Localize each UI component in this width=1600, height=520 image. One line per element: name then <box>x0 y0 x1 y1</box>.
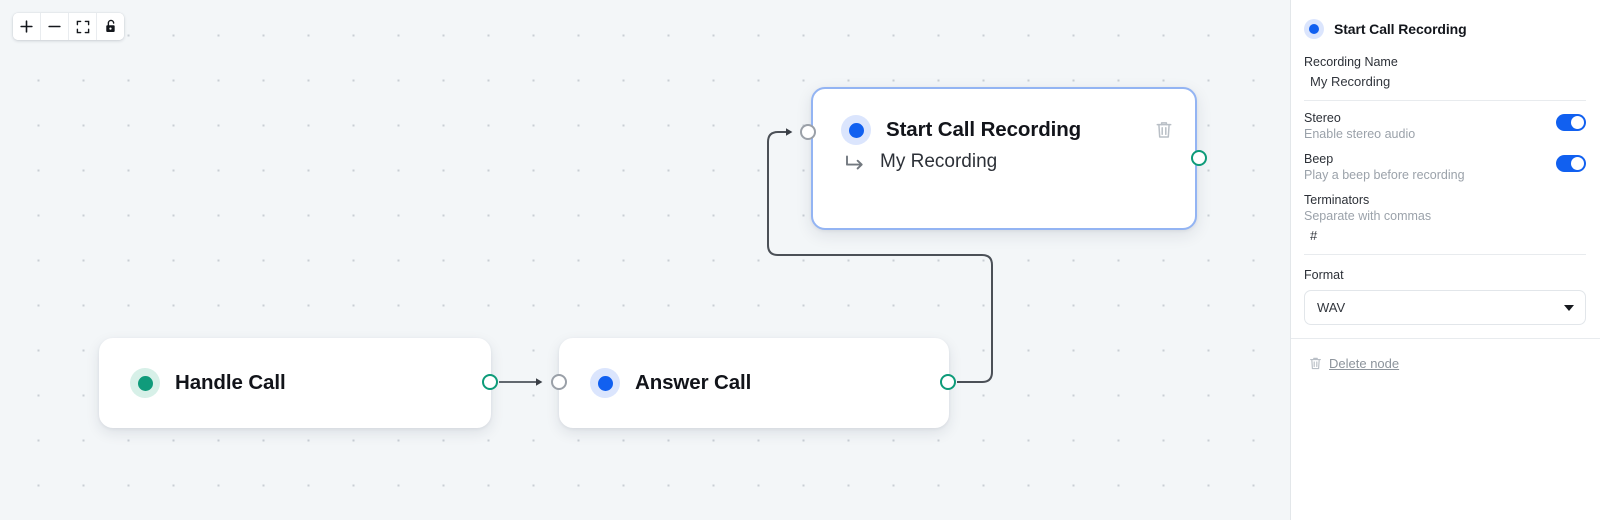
trash-icon <box>1156 122 1172 138</box>
format-select[interactable]: WAV <box>1304 290 1586 325</box>
lock-button[interactable] <box>97 13 124 40</box>
node-title-handle-call: Handle Call <box>175 371 286 394</box>
panel-header: Start Call Recording <box>1304 0 1586 54</box>
stereo-toggle[interactable] <box>1556 114 1586 131</box>
divider-2 <box>1304 254 1586 255</box>
node-status-dot-answer-call <box>590 368 620 398</box>
field-stereo: Stereo Enable stereo audio <box>1304 101 1586 142</box>
field-beep: Beep Play a beep before recording <box>1304 142 1586 183</box>
handle-source-start-call-recording[interactable] <box>1191 150 1207 166</box>
edge-layer <box>499 128 993 386</box>
zoom-in-button[interactable] <box>13 13 41 40</box>
panel-header-dot <box>1304 19 1324 39</box>
fit-view-button[interactable] <box>69 13 97 40</box>
divider-1 <box>1304 100 1586 101</box>
handle-target-answer-call[interactable] <box>551 374 567 390</box>
node-title-start-call-recording: Start Call Recording <box>886 118 1082 141</box>
node-answer-call[interactable]: Answer Call <box>559 338 949 428</box>
handle-source-handle-call[interactable] <box>482 374 498 390</box>
format-label: Format <box>1304 268 1344 282</box>
delete-node-label: Delete node <box>1329 356 1400 371</box>
chevron-down-icon <box>1564 304 1574 311</box>
zoom-in-icon <box>20 20 33 33</box>
stereo-label: Stereo <box>1304 111 1341 125</box>
divider-3 <box>1291 338 1600 339</box>
handle-target-start-call-recording[interactable] <box>800 124 816 140</box>
delete-node-button[interactable]: Delete node <box>1304 339 1586 371</box>
beep-toggle[interactable] <box>1556 155 1586 172</box>
handle-source-answer-call[interactable] <box>940 374 956 390</box>
node-subtitle-start-call-recording: My Recording <box>880 151 998 172</box>
field-recording-name: Recording Name <box>1304 54 1586 95</box>
format-select-value: WAV <box>1317 300 1346 315</box>
field-format: Format WAV <box>1304 255 1586 325</box>
branch-arrow-icon <box>846 155 863 170</box>
stereo-help: Enable stereo audio <box>1304 127 1416 141</box>
zoom-out-button[interactable] <box>41 13 69 40</box>
node-title-answer-call: Answer Call <box>635 371 752 394</box>
field-terminators: Terminators Separate with commas <box>1304 183 1586 249</box>
flow-canvas[interactable]: Handle Call Answer Call <box>0 0 1290 520</box>
beep-help: Play a beep before recording <box>1304 168 1465 182</box>
fit-view-icon <box>76 20 89 33</box>
canvas-toolbar <box>13 13 124 40</box>
terminators-help: Separate with commas <box>1304 209 1432 223</box>
lock-icon <box>105 19 115 33</box>
trash-icon <box>1310 357 1321 370</box>
panel-title: Start Call Recording <box>1334 21 1467 37</box>
node-subtitle-row: My Recording <box>813 151 1195 173</box>
recording-name-label: Recording Name <box>1304 55 1398 69</box>
terminators-input[interactable] <box>1304 224 1586 249</box>
node-status-dot-start-call-recording <box>841 115 871 145</box>
beep-label: Beep <box>1304 152 1334 166</box>
node-status-dot-handle-call <box>130 368 160 398</box>
terminators-label: Terminators <box>1304 193 1370 207</box>
zoom-out-icon <box>48 25 61 28</box>
node-properties-panel: Start Call Recording Recording Name Ster… <box>1290 0 1600 520</box>
recording-name-input[interactable] <box>1304 70 1586 95</box>
node-delete-button[interactable] <box>1155 120 1173 140</box>
node-start-call-recording[interactable]: Start Call Recording <box>811 87 1197 230</box>
node-handle-call[interactable]: Handle Call <box>99 338 491 428</box>
